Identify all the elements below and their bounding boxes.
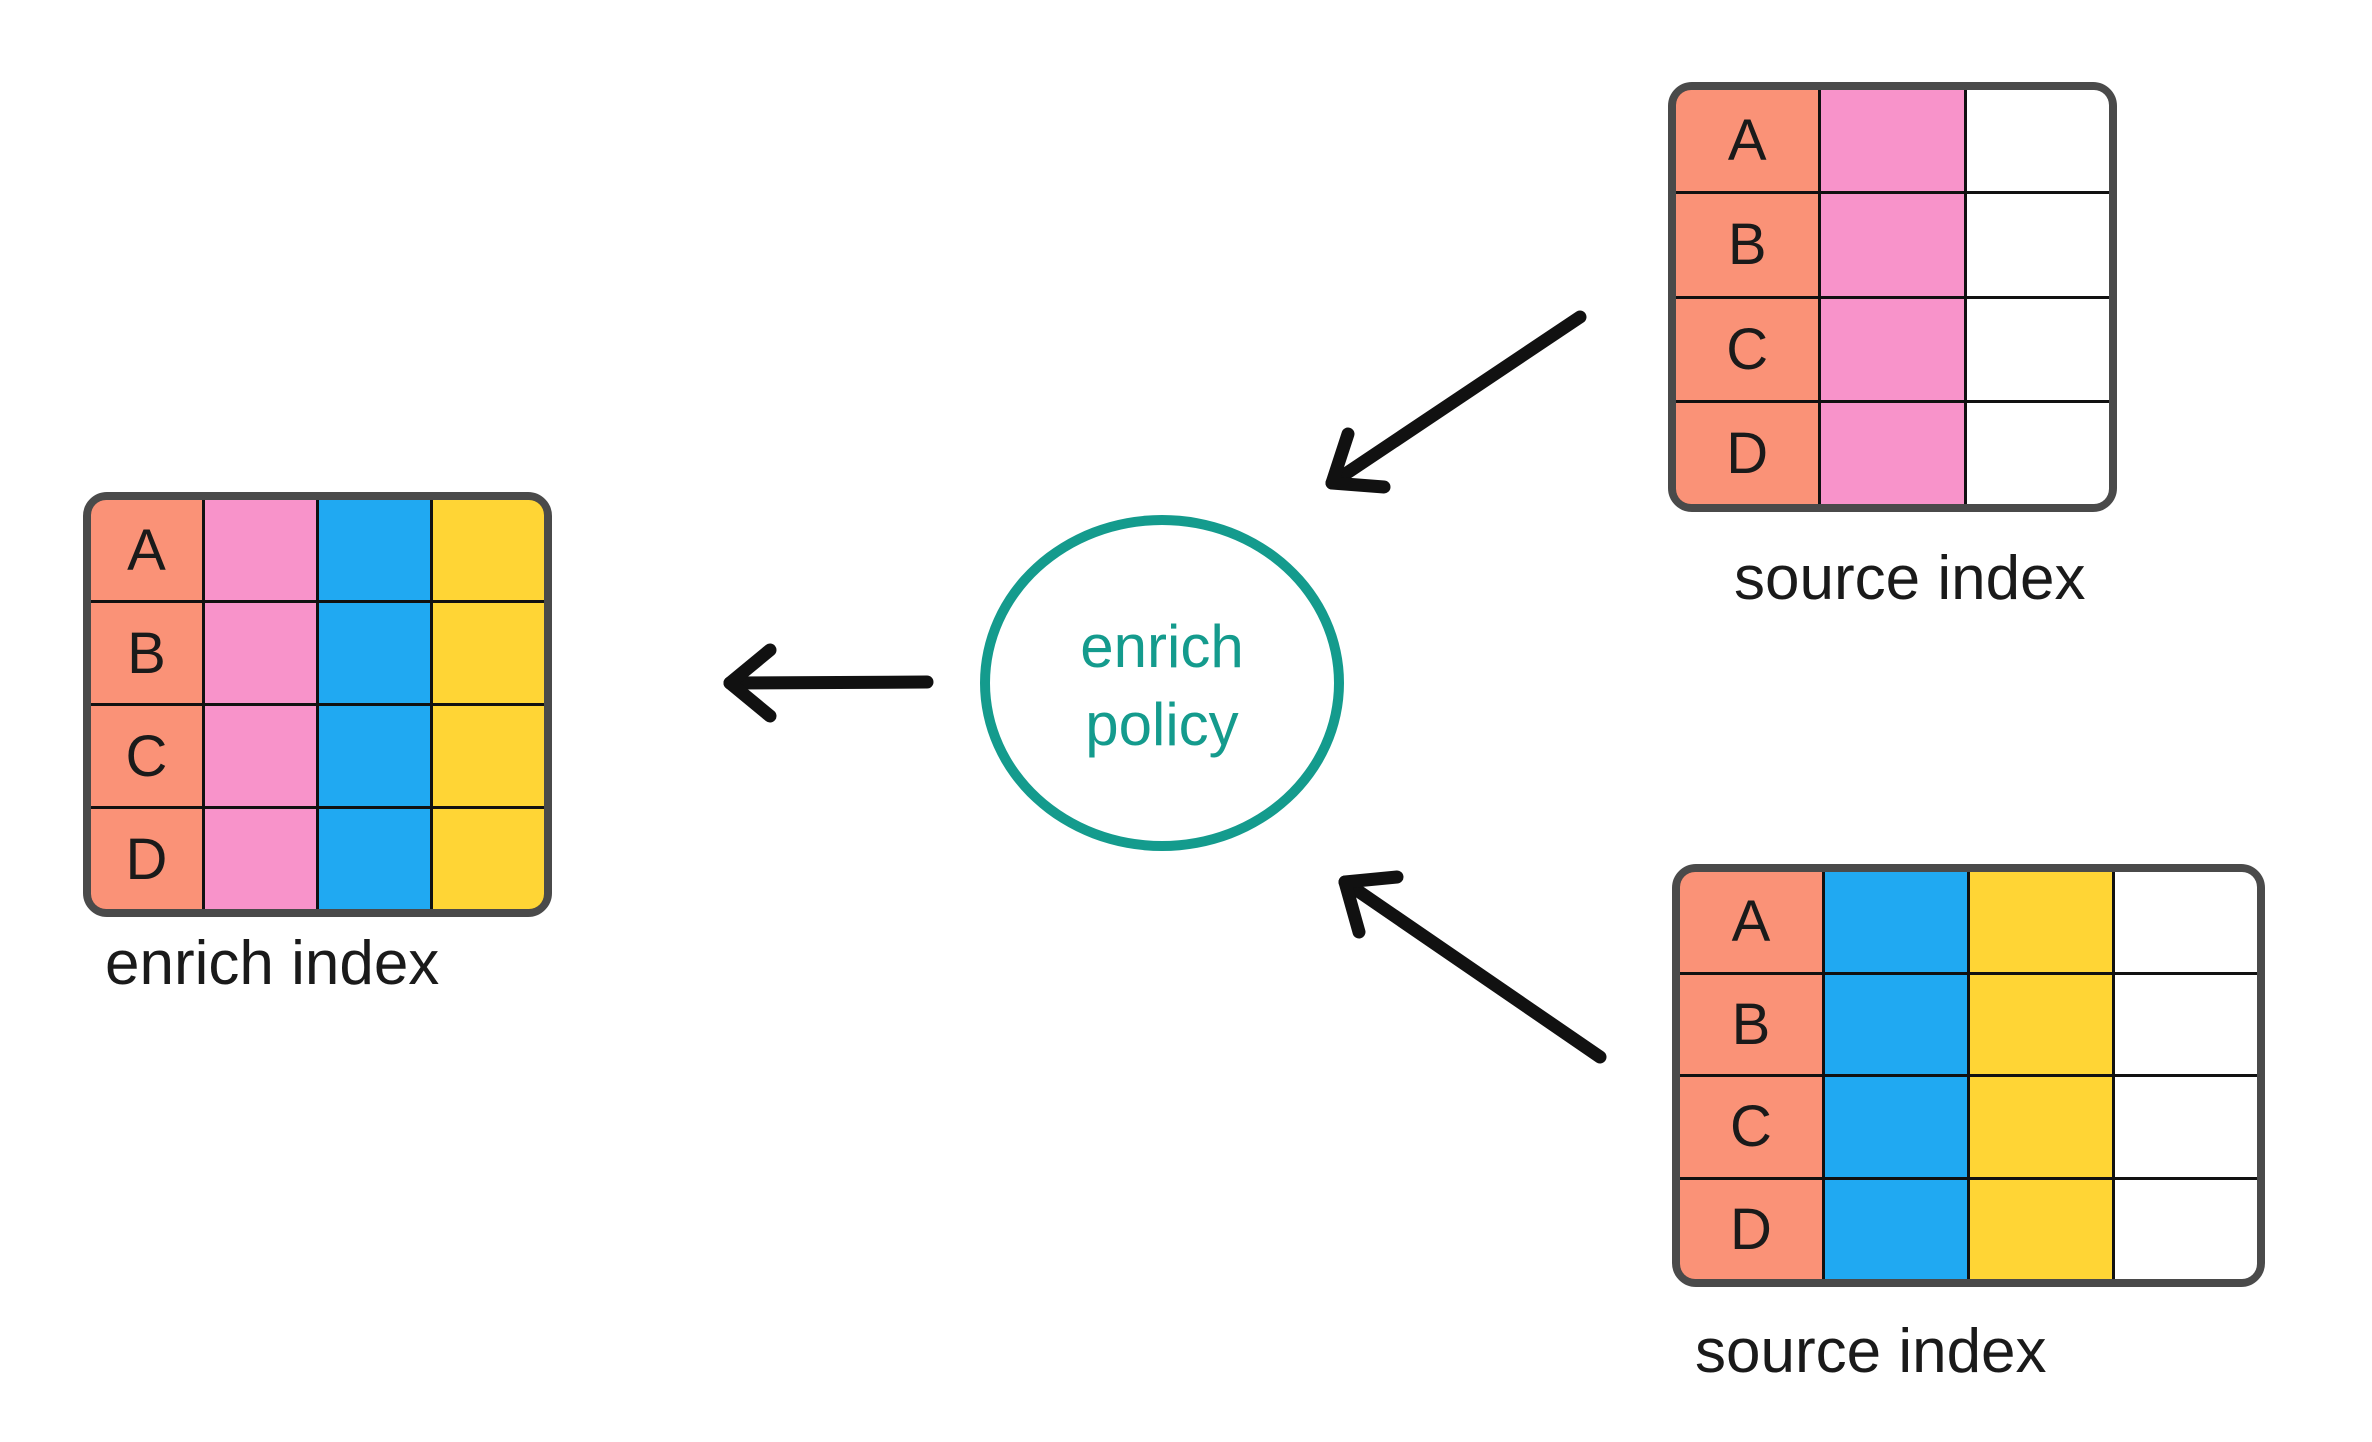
value-cell (1825, 974, 1967, 1074)
value-cell (2115, 974, 2257, 1074)
key-cell-C: C (91, 706, 202, 806)
value-cell (205, 809, 316, 909)
value-cell (1970, 872, 2112, 972)
key-cell-C: C (1676, 298, 1819, 400)
value-cell (1825, 1179, 1967, 1279)
value-cell (1966, 298, 2109, 400)
value-cell (1966, 90, 2109, 192)
key-cell-D: D (1680, 1179, 1822, 1279)
key-cell-B: B (1676, 194, 1819, 296)
value-cell (1970, 1179, 2112, 1279)
key-cell-D: D (1676, 402, 1819, 504)
value-cell (2115, 1179, 2257, 1279)
value-cell (433, 500, 544, 600)
value-cell (1970, 974, 2112, 1074)
value-cell (319, 603, 430, 703)
key-cell-B: B (1680, 974, 1822, 1074)
value-cell (205, 706, 316, 806)
arrow-source-bottom-to-policy (1338, 870, 1607, 1064)
value-cell (319, 500, 430, 600)
value-cell (2115, 872, 2257, 972)
source-index-bottom-label: source index (1695, 1317, 2047, 1386)
enrich-policy-label-line1: enrich (1080, 613, 1244, 680)
enrich-index-label: enrich index (105, 929, 440, 998)
value-cell (1821, 90, 1964, 192)
arrow-source-top-to-policy (1325, 310, 1587, 494)
value-cell (433, 603, 544, 703)
enrich-policy-label: enrich policy (1080, 608, 1243, 764)
value-cell (205, 500, 316, 600)
enrich-policy-label-line2: policy (1085, 691, 1239, 758)
value-cell (433, 706, 544, 806)
key-cell-A: A (1676, 90, 1819, 192)
value-cell (319, 706, 430, 806)
value-cell (1966, 402, 2109, 504)
value-cell (205, 603, 316, 703)
source-index-top-label: source index (1734, 544, 2086, 613)
key-cell-C: C (1680, 1077, 1822, 1177)
value-cell (1821, 298, 1964, 400)
arrow-policy-to-enrich-index (723, 643, 934, 723)
value-cell (1821, 194, 1964, 296)
key-cell-D: D (91, 809, 202, 909)
value-cell (1970, 1077, 2112, 1177)
enrich-policy-node: enrich policy (980, 515, 1344, 851)
value-cell (1966, 194, 2109, 296)
value-cell (2115, 1077, 2257, 1177)
value-cell (1825, 872, 1967, 972)
value-cell (433, 809, 544, 909)
key-cell-A: A (91, 500, 202, 600)
key-cell-A: A (1680, 872, 1822, 972)
value-cell (1821, 402, 1964, 504)
value-cell (1825, 1077, 1967, 1177)
key-cell-B: B (91, 603, 202, 703)
value-cell (319, 809, 430, 909)
